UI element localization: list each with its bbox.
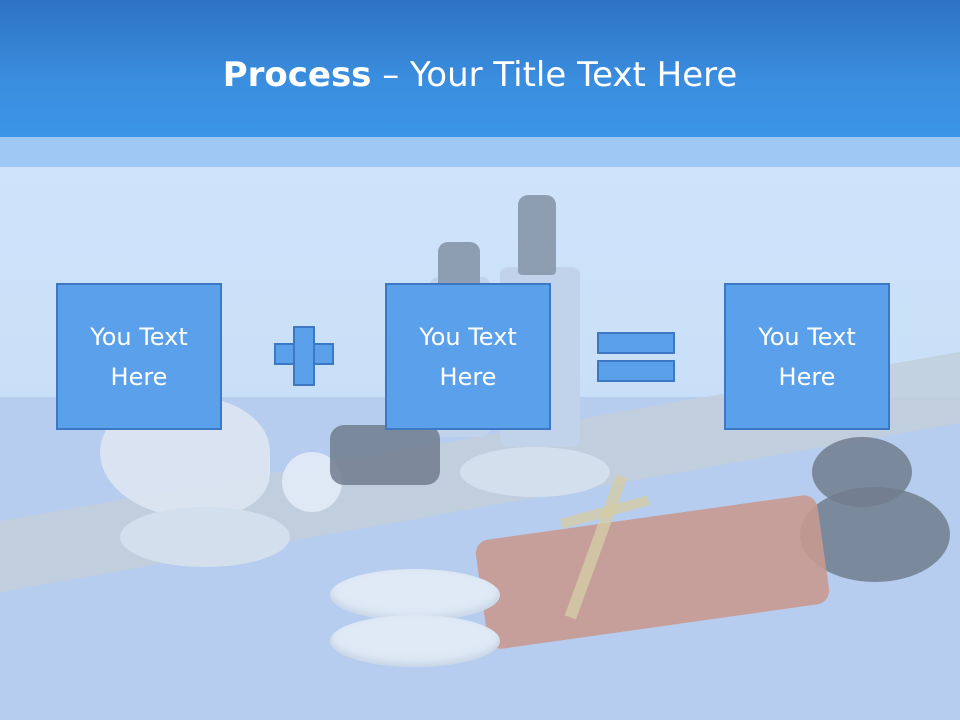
bottle-large-cap — [518, 195, 556, 275]
process-box-2[interactable]: You Text Here — [385, 283, 551, 430]
plus-center — [295, 345, 313, 363]
equals-bottom-bar — [597, 360, 675, 382]
title-bold: Process — [222, 55, 372, 95]
process-box-3[interactable]: You Text Here — [724, 283, 890, 430]
background-photo — [0, 167, 960, 720]
photo-overlay — [0, 167, 960, 720]
accent-band — [0, 137, 960, 167]
white-stone-bottom — [330, 615, 500, 667]
process-box-2-text: You Text Here — [419, 322, 517, 391]
title-rest: – Your Title Text Here — [371, 55, 738, 95]
candle-left — [120, 507, 290, 567]
candle-middle — [460, 447, 610, 497]
equals-top-bar — [597, 332, 675, 354]
title-bar: Process – Your Title Text Here — [0, 0, 960, 137]
white-stone-top — [330, 569, 500, 621]
process-box-1-text: You Text Here — [90, 322, 188, 391]
slide-title: Process – Your Title Text Here — [0, 52, 960, 98]
process-box-3-text: You Text Here — [758, 322, 856, 391]
black-stones-top — [330, 425, 440, 485]
process-box-1[interactable]: You Text Here — [56, 283, 222, 430]
